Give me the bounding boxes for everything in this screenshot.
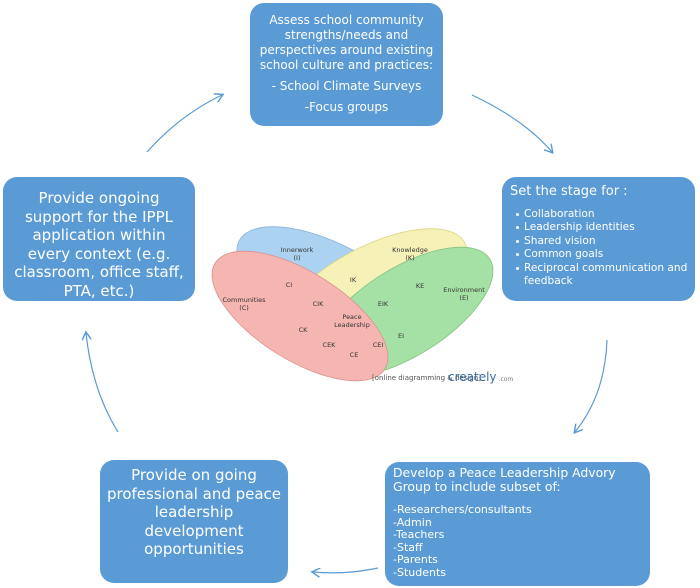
set-stage-heading: Set the stage for : bbox=[510, 184, 628, 199]
assess-box: Assess school community strengths/needs … bbox=[250, 3, 443, 126]
venn-code-innerwork: (I) bbox=[294, 254, 301, 262]
venn-region-cik: CIK bbox=[313, 300, 324, 308]
set-stage-list: Collaboration Leadership identities Shar… bbox=[510, 208, 689, 288]
advisory-item: -Teachers bbox=[393, 528, 445, 542]
advisory-item: -Staff bbox=[393, 540, 423, 554]
arrow-left-to-top bbox=[146, 95, 222, 153]
venn-label-environment: Environment bbox=[443, 286, 485, 294]
creately-logo-suffix: .com bbox=[498, 376, 514, 383]
assess-line-1: Assess school community bbox=[269, 13, 424, 27]
venn-region-ik: IK bbox=[350, 276, 357, 284]
set-stage-item: Leadership identities bbox=[516, 221, 689, 234]
venn-code-communities: (C) bbox=[239, 304, 249, 312]
creately-credit: [online diagramming & design] bbox=[372, 374, 481, 382]
set-stage-item: Shared vision bbox=[516, 235, 689, 248]
creately-logo: creately.com bbox=[448, 370, 513, 384]
venn-label-communities: Communities bbox=[223, 296, 267, 304]
set-stage-item: Reciprocal communication and feedback bbox=[516, 262, 689, 289]
development-text: Provide on going professional and peace … bbox=[106, 466, 282, 558]
advisory-heading: Develop a Peace Leadership Advory Group … bbox=[393, 465, 616, 494]
advisory-group-box: Develop a Peace Leadership Advory Group … bbox=[385, 462, 650, 586]
advisory-item: -Students bbox=[393, 565, 447, 579]
venn-label-knowledge: Knowledge bbox=[392, 246, 428, 254]
arrow-right-to-bottom-right bbox=[575, 339, 608, 432]
venn-region-ce: CE bbox=[350, 351, 359, 359]
assess-line-2: strengths/needs and bbox=[284, 28, 409, 42]
assess-line-3: perspectives around existing bbox=[259, 43, 434, 57]
venn-region-cei: CEI bbox=[373, 341, 384, 349]
venn-region-cek: CEK bbox=[323, 341, 337, 349]
venn-code-environment: (E) bbox=[459, 294, 468, 302]
advisory-item: -Admin bbox=[393, 515, 432, 529]
set-stage-item: Collaboration bbox=[516, 208, 689, 221]
set-stage-box: Set the stage for : Collaboration Leader… bbox=[502, 177, 695, 301]
development-box: Provide on going professional and peace … bbox=[100, 460, 288, 583]
venn-region-ke: KE bbox=[416, 282, 424, 290]
venn-code-knowledge: (K) bbox=[405, 254, 414, 262]
set-stage-item: Common goals bbox=[516, 248, 689, 261]
assess-line-4: school culture and practices: bbox=[259, 58, 434, 72]
venn-ellipse-communities bbox=[211, 250, 389, 382]
arrow-top-to-right bbox=[471, 94, 552, 152]
advisory-item: -Parents bbox=[393, 553, 438, 567]
ongoing-support-box: Provide ongoing support for the IPPL app… bbox=[3, 177, 195, 301]
creately-logo-text: creately bbox=[448, 370, 497, 384]
advisory-item: -Researchers/consultants bbox=[393, 503, 532, 516]
venn-region-ci: CI bbox=[286, 281, 293, 289]
ongoing-support-text: Provide ongoing support for the IPPL app… bbox=[14, 189, 184, 300]
venn-region-center-2: Leadership bbox=[334, 321, 370, 329]
assess-item-surveys: - School Climate Surveys bbox=[271, 79, 422, 93]
venn-region-eik: EIK bbox=[378, 300, 389, 308]
arrow-bottom-right-to-bottom-left bbox=[313, 568, 379, 573]
venn-region-ei: EI bbox=[398, 332, 404, 340]
assess-item-focus-groups: -Focus groups bbox=[304, 100, 389, 114]
venn-label-innerwork: Innerwork bbox=[281, 246, 314, 254]
arrow-bottom-left-to-left bbox=[86, 333, 119, 433]
venn-region-ck: CK bbox=[299, 326, 309, 334]
venn-region-center-1: Peace bbox=[342, 313, 361, 321]
